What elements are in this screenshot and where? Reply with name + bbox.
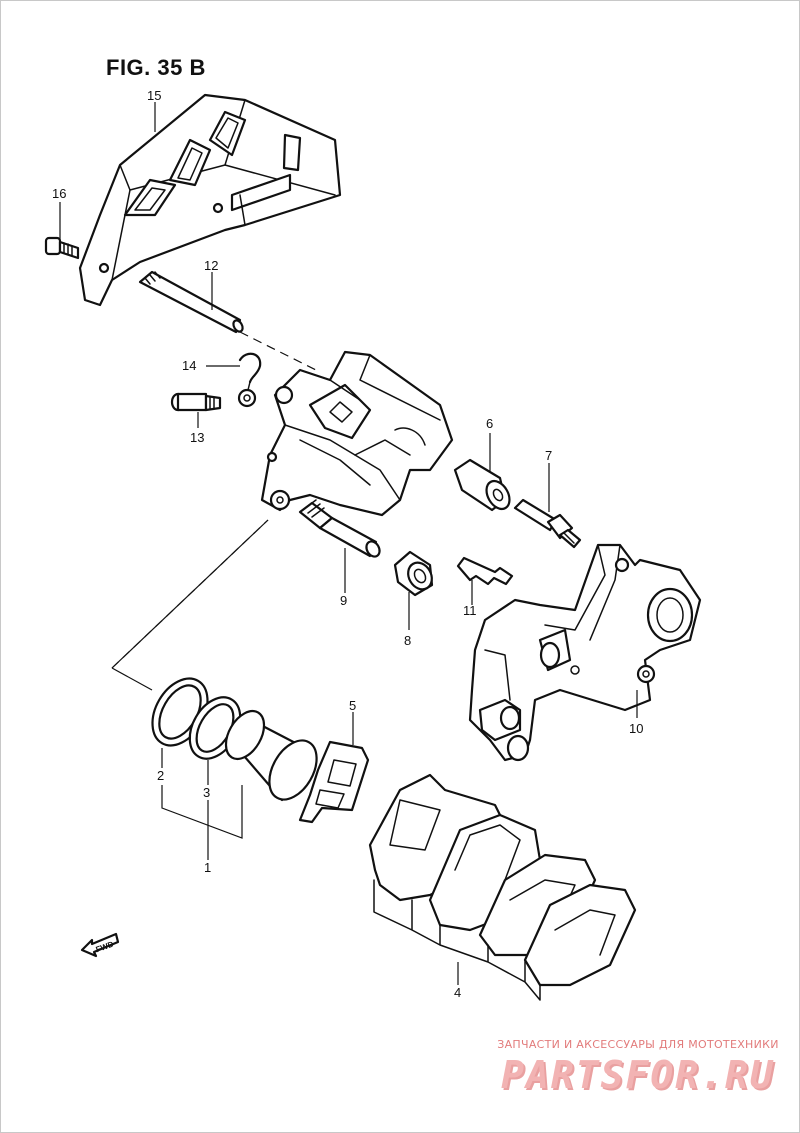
callout-9: 9 — [340, 593, 347, 608]
watermark: ЗАПЧАСТИ И АКСЕССУАРЫ ДЛЯ МОТОТЕХНИКИ PA… — [488, 1038, 788, 1097]
callout-3: 3 — [203, 785, 210, 800]
callout-7: 7 — [545, 448, 552, 463]
part-7-slide-bolt[interactable] — [513, 498, 582, 549]
part-10-caliper-bracket[interactable] — [468, 543, 702, 762]
part-11-pad-spring[interactable] — [456, 556, 514, 586]
figure-title: FIG. 35 B — [106, 55, 206, 80]
piston-alignment-line — [111, 519, 269, 669]
part-5-shim[interactable] — [298, 740, 370, 824]
callout-6: 6 — [486, 416, 493, 431]
part-15-caliper-guard[interactable] — [78, 93, 342, 307]
part-12-pin[interactable] — [138, 270, 244, 334]
part-4-brake-pads[interactable] — [368, 773, 637, 1001]
callout-13: 13 — [190, 430, 204, 445]
callout-11: 11 — [463, 603, 477, 618]
callout-1: 1 — [204, 860, 211, 875]
part-16-bolt[interactable] — [44, 236, 80, 260]
part-8-bushing[interactable] — [393, 550, 437, 597]
callout-10: 10 — [629, 721, 643, 736]
part-6-boot[interactable] — [453, 458, 514, 513]
callout-4: 4 — [454, 985, 461, 1000]
callout-14: 14 — [182, 358, 196, 373]
part-14-bleed-cap[interactable] — [237, 352, 262, 408]
callout-8: 8 — [404, 633, 411, 648]
callout-labels: 15 16 12 14 13 6 7 9 8 11 10 5 2 3 1 4 — [52, 88, 643, 1000]
callout-15: 15 — [147, 88, 161, 103]
watermark-logo: PARTSFOR.RU — [501, 1053, 775, 1097]
part-13-bleeder-valve[interactable] — [170, 392, 222, 412]
part-1-piston[interactable] — [218, 704, 326, 807]
watermark-tagline: ЗАПЧАСТИ И АКСЕССУАРЫ ДЛЯ МОТОТЕХНИКИ — [497, 1038, 779, 1051]
callout-12: 12 — [204, 258, 218, 273]
callout-5: 5 — [349, 698, 356, 713]
caliper-body[interactable] — [260, 350, 454, 517]
callout-2: 2 — [157, 768, 164, 783]
callout-16: 16 — [52, 186, 66, 201]
part-9-slide-pin[interactable] — [298, 499, 382, 559]
fwd-direction-marker: FWD — [80, 932, 120, 958]
